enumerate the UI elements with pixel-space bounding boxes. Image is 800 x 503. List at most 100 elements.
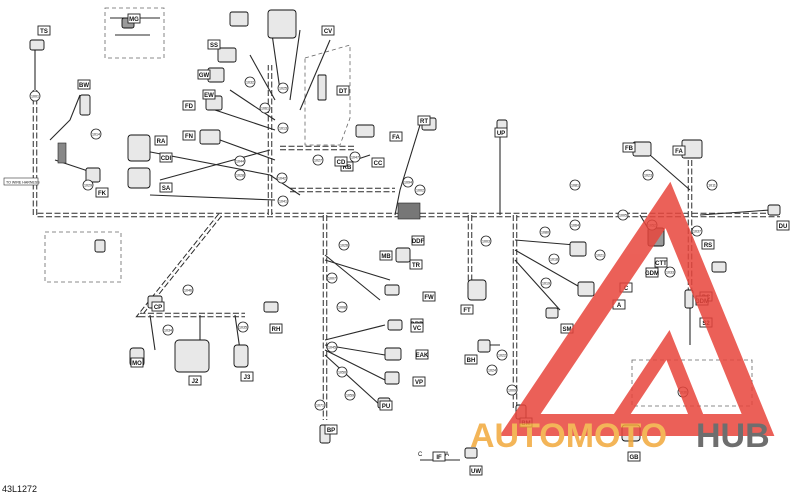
connector-tag-label: GDM	[645, 271, 659, 277]
wire-label-text: 1042	[278, 176, 286, 180]
wire-label-text: 1021	[596, 253, 604, 257]
wire-label-text: 1035	[239, 325, 247, 329]
wire-label-1094: 1094	[402, 176, 414, 188]
wire-label-1034: 1034	[162, 324, 174, 336]
wire-label-text: 1071	[316, 403, 324, 407]
wire-label-1003: 1003	[480, 235, 492, 247]
connector-tag-fa: FA	[389, 131, 403, 142]
wire-label-text: 1045	[328, 345, 336, 349]
wire-label-1059: 1059	[344, 389, 356, 401]
sub-frame-center	[304, 44, 351, 146]
connector-tag-label: RS	[704, 243, 712, 249]
connector-tag-mb: MB	[379, 250, 393, 261]
connector-tag-bw: BW	[77, 79, 91, 90]
wire-label-1018: 1018	[548, 253, 560, 265]
wire-label-text: 1080	[541, 230, 549, 234]
wire-label-text: 1003	[482, 239, 490, 243]
connector-tag-vc: VC	[410, 322, 424, 333]
connector-tag-cp: CP	[151, 301, 165, 312]
wire-label-1019: 1019	[540, 277, 552, 289]
wire-label-1025: 1025	[277, 82, 289, 94]
connector-tag-label: GW	[199, 73, 210, 79]
connector-tag-uw: UW	[469, 465, 483, 476]
wire-label-1023: 1023	[642, 169, 654, 181]
connector-tag-eak: EAK	[415, 349, 429, 360]
connector-tag-label: C	[624, 286, 629, 292]
connector-tag-label: RT	[420, 119, 428, 125]
wire-label-1022: 1022	[496, 349, 508, 361]
connector-tag-label: TS	[40, 29, 48, 35]
legend-a: A	[445, 452, 449, 458]
watermark-text-1: AUTOMOTO	[470, 417, 667, 455]
wire-label-text: 1023	[644, 173, 652, 177]
wire-label-1033: 1033	[664, 266, 676, 278]
wire-label-text: 1002	[416, 188, 424, 192]
connector-tag-fb: FB	[622, 142, 636, 153]
connector-tag-bp: BP	[324, 424, 338, 435]
wire-label-text: 1013	[279, 126, 287, 130]
wire-label-1044: 1044	[234, 155, 246, 167]
legend-ca: C A	[418, 452, 449, 458]
wire-label-text: 1044	[236, 159, 244, 163]
wire-label-text: 1061	[261, 106, 269, 110]
wire-label-text: 1081	[571, 183, 579, 187]
connector-tag-gdm: GDM	[645, 267, 659, 278]
connector-tag-du: DU	[776, 220, 790, 231]
connector-tag-label: UW	[471, 469, 481, 475]
connector-tag-fd: FD	[182, 100, 196, 111]
wire-label-1029: 1029	[82, 179, 94, 191]
connector-tag-fk: FK	[95, 187, 109, 198]
connector-tag-mo: MO	[130, 357, 144, 368]
wire-label-text: 1064	[571, 223, 579, 227]
wire-label-1041: 1041	[277, 195, 289, 207]
wire-label-text: 1032	[246, 80, 254, 84]
connector-tag-cdi: CDI	[159, 152, 173, 163]
wire-label-text: 1022	[498, 353, 506, 357]
connector-tag-label: CDI	[161, 156, 172, 162]
connector-tag-label: RB	[343, 165, 352, 171]
wire-label-text: 1046	[184, 288, 192, 292]
wire-label-text: 1019	[542, 281, 550, 285]
wire-label-1021: 1021	[594, 249, 606, 261]
wire-label-1071: 1071	[314, 399, 326, 411]
connector-tag-label: SA	[162, 186, 171, 192]
connector-tag-cd: CD	[334, 156, 348, 167]
connector-tag-sa: SA	[159, 182, 173, 193]
wire-label-1005: 1005	[617, 209, 629, 221]
wire-label-text: 1033	[666, 270, 674, 274]
wire-label-1026: 1026	[338, 239, 350, 251]
connector-tag-label: MG	[129, 17, 139, 23]
connector-tag-label: CC	[374, 161, 383, 167]
legend-c: C	[418, 452, 423, 458]
wire-label-1001: 1001	[29, 90, 41, 102]
connector-tag-label: VC	[413, 326, 422, 332]
wire-label-text: 1025	[279, 86, 287, 90]
side-label: TO WIRE HARNESS	[6, 181, 40, 185]
wire-label-text: 1026	[340, 243, 348, 247]
connector-tag-ss: SS	[207, 39, 221, 50]
connector-tag-label: FB	[625, 146, 634, 152]
wire-label-1002: 1002	[414, 184, 426, 196]
connector-tag-label: CD	[337, 160, 346, 166]
connector-tag-label: MB	[381, 254, 391, 260]
wire-label-text: 1034	[164, 328, 172, 332]
connector-tag-label: UP	[497, 131, 505, 137]
wire-label-1028: 1028	[234, 169, 246, 181]
wire-label-1037: 1037	[691, 225, 703, 237]
wire-label-1061: 1061	[259, 102, 271, 114]
connector-tag-label: RH	[272, 327, 281, 333]
connector-tag-label: EAK	[416, 353, 429, 359]
connector-tag-label: EW	[204, 93, 214, 99]
wire-label-text: 1037	[693, 229, 701, 233]
connector-tag-bh: BH	[464, 354, 478, 365]
wire-label-1046: 1046	[182, 284, 194, 296]
wire-label-1042: 1042	[276, 172, 288, 184]
wire-label-text: 1094	[404, 180, 412, 184]
connector-tag-label: PU	[382, 404, 390, 410]
connector-tag-rs: RS	[701, 239, 715, 250]
connector-tag-fw: FW	[422, 291, 436, 302]
connector-tag-up: UP	[494, 127, 508, 138]
harness-clip	[57, 142, 67, 164]
wire-label-text: 1007	[328, 276, 336, 280]
connector-icons	[29, 9, 781, 459]
